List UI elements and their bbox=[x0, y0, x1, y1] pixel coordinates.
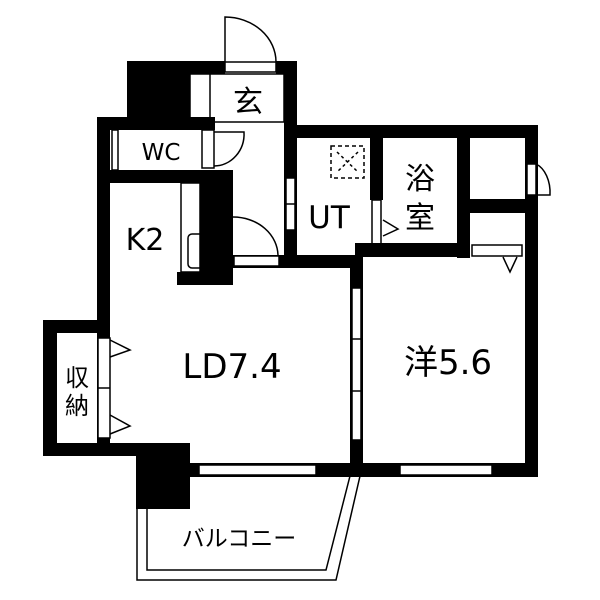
bath-door-mark bbox=[382, 219, 400, 237]
kitchen-counter bbox=[180, 182, 201, 273]
room-label-kitchen: K2 bbox=[126, 223, 165, 258]
room-label-balcony: バルコニー bbox=[182, 526, 297, 552]
window bbox=[399, 464, 493, 476]
entrance-door bbox=[224, 16, 277, 63]
storage-door-mark bbox=[109, 339, 132, 358]
room-label-entrance: 玄 bbox=[233, 85, 263, 120]
room-label-bath-1: 浴 bbox=[405, 162, 435, 197]
room-label-storage-1: 収 bbox=[65, 364, 89, 392]
wc-door bbox=[213, 131, 245, 167]
room-label-storage-2: 納 bbox=[65, 392, 89, 420]
room-label-bath-2: 室 bbox=[405, 201, 435, 236]
kitchen-door bbox=[232, 216, 279, 257]
room-label-utility: UT bbox=[308, 200, 351, 236]
wall bbox=[97, 117, 110, 327]
sink bbox=[187, 233, 214, 269]
pillar bbox=[127, 61, 190, 121]
room-label-western-room: 洋5.6 bbox=[404, 343, 492, 383]
ventilation-fan-icon bbox=[330, 145, 365, 179]
room-label-wc: WC bbox=[142, 140, 181, 166]
room-label-living-dining: LD7.4 bbox=[182, 347, 281, 387]
closet-door-mark bbox=[502, 256, 518, 274]
window bbox=[198, 464, 317, 476]
